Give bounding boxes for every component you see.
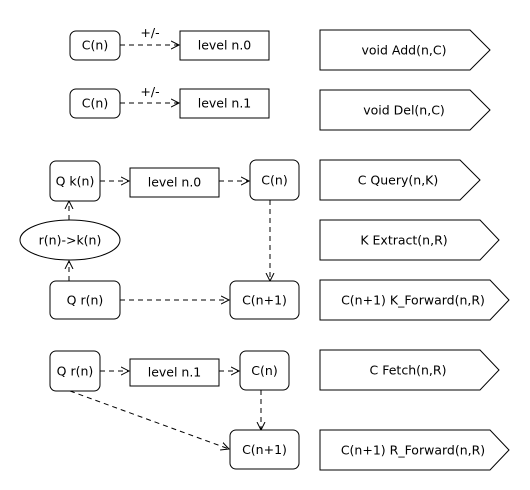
function-del: void Del(n,C) xyxy=(319,89,491,131)
del-row: C(n) +/- level n.1 void Del(n,C) xyxy=(69,84,491,131)
function-k-forward: C(n+1) K_Forward(n,R) xyxy=(319,279,510,321)
node-label: Q r(n) xyxy=(67,293,104,308)
node-c-query: C(n) xyxy=(249,159,300,201)
node-level-query: level n.0 xyxy=(129,167,220,198)
function-signature: C Query(n,K) xyxy=(358,173,439,188)
node-c-del: C(n) xyxy=(69,88,121,119)
node-c-fetch: C(n) xyxy=(239,350,290,391)
add-row: C(n) +/- level n.0 void Add(n,C) xyxy=(69,25,491,71)
node-level-fetch: level n.1 xyxy=(129,358,220,387)
node-q-r-fetch: Q r(n) xyxy=(49,350,101,392)
node-c-add: C(n) xyxy=(69,30,121,61)
edge-qr-to-cnext-fetch xyxy=(69,390,229,449)
function-fetch: C Fetch(n,R) xyxy=(319,349,500,391)
function-extract: K Extract(n,R) xyxy=(319,219,500,261)
node-label: C(n+1) xyxy=(242,442,287,457)
function-signature: C Fetch(n,R) xyxy=(370,363,447,378)
node-label: C(n) xyxy=(82,38,108,53)
edge-label-add: +/- xyxy=(140,25,159,40)
node-label: Q r(n) xyxy=(57,364,94,379)
node-r-to-k: r(n)->k(n) xyxy=(19,219,121,261)
node-q-k: Q k(n) xyxy=(49,160,101,202)
node-label: r(n)->k(n) xyxy=(39,233,102,248)
edge-label-del: +/- xyxy=(140,84,159,99)
function-r-forward: C(n+1) R_Forward(n,R) xyxy=(319,429,510,471)
function-signature: void Add(n,C) xyxy=(361,43,446,58)
node-label: C(n+1) xyxy=(242,293,287,308)
node-label: C(n) xyxy=(261,173,287,188)
node-q-r-forward: Q r(n) xyxy=(49,280,121,320)
node-level-add: level n.0 xyxy=(179,30,270,61)
node-label: C(n) xyxy=(251,363,277,378)
function-add: void Add(n,C) xyxy=(319,29,491,71)
node-c-next-k-forward: C(n+1) xyxy=(229,280,300,320)
node-label: level n.0 xyxy=(148,175,202,190)
function-signature: K Extract(n,R) xyxy=(360,233,447,248)
node-c-next-r-forward: C(n+1) xyxy=(229,429,300,470)
function-signature: C(n+1) K_Forward(n,R) xyxy=(341,293,485,308)
node-label: Q k(n) xyxy=(56,174,95,189)
function-signature: C(n+1) R_Forward(n,R) xyxy=(341,443,485,458)
node-label: level n.1 xyxy=(148,365,202,380)
query-extract-forward-block: Q k(n) level n.0 C(n) r(n)->k(n) Q r(n) … xyxy=(19,159,510,321)
function-signature: void Del(n,C) xyxy=(363,103,445,118)
node-label: level n.1 xyxy=(198,96,252,111)
node-label: C(n) xyxy=(82,96,108,111)
function-query: C Query(n,K) xyxy=(319,159,481,201)
node-label: level n.0 xyxy=(198,38,252,53)
fetch-forward-block: Q r(n) level n.1 C(n) C(n+1) C Fetch(n,R… xyxy=(49,349,510,471)
node-level-del: level n.1 xyxy=(179,88,270,119)
